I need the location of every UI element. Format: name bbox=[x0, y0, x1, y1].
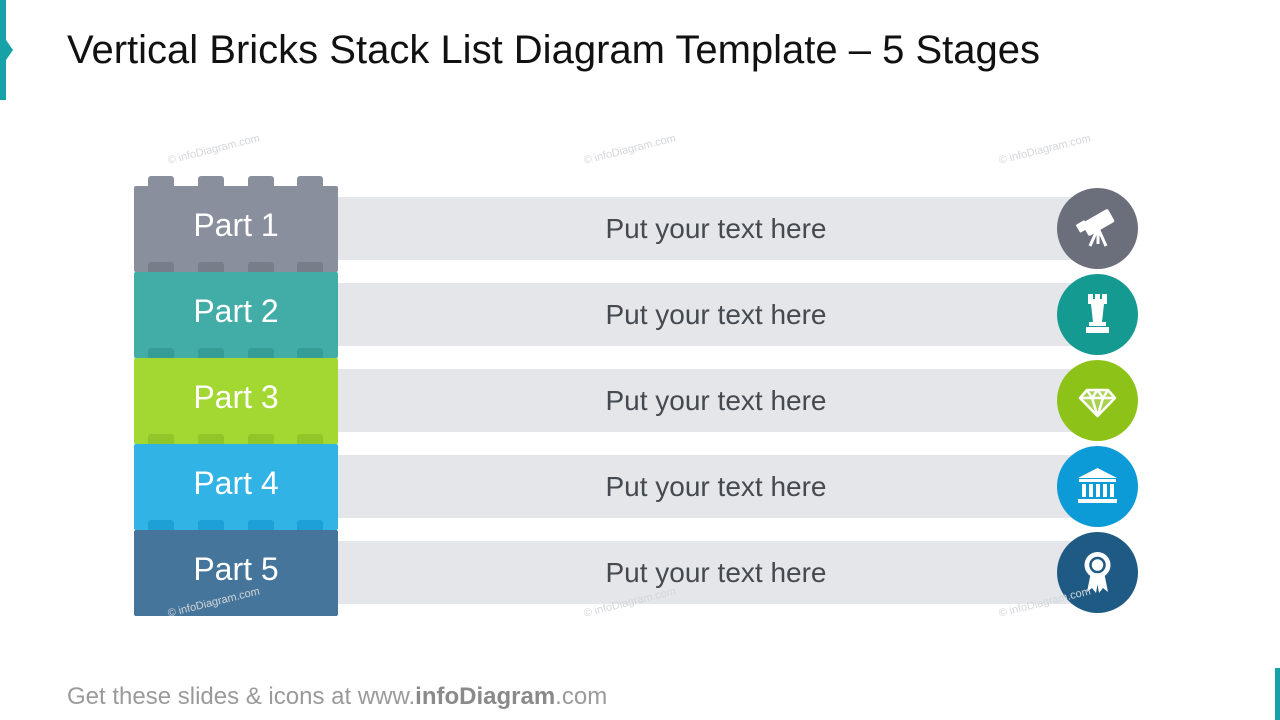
brick-notch bbox=[198, 262, 224, 272]
brick-label: Part 1 bbox=[193, 207, 279, 243]
brick-notch bbox=[248, 434, 274, 444]
brick-1: Part 1 bbox=[134, 176, 338, 272]
brick-notch bbox=[248, 262, 274, 272]
brick-3: Part 3 bbox=[134, 358, 338, 444]
stage-text[interactable]: Put your text here bbox=[605, 557, 827, 588]
brick-notch bbox=[297, 434, 323, 444]
award-ribbon-icon bbox=[1057, 532, 1138, 613]
brick-label: Part 4 bbox=[193, 465, 279, 501]
brick-5: Part 5 bbox=[134, 530, 338, 616]
text-bar bbox=[338, 283, 1098, 346]
brick-notch bbox=[297, 520, 323, 530]
stage-row-2: Put your text here Part 2 bbox=[0, 272, 1280, 358]
brick-label: Part 5 bbox=[193, 551, 279, 587]
left-accent-bar bbox=[0, 0, 13, 100]
brick-notch bbox=[297, 262, 323, 272]
brick-notch bbox=[148, 262, 174, 272]
brick-notch bbox=[248, 348, 274, 358]
brick-notch bbox=[198, 348, 224, 358]
text-bar bbox=[338, 455, 1098, 518]
brick-notch bbox=[148, 434, 174, 444]
diamond-icon bbox=[1057, 360, 1138, 441]
brick-notch bbox=[248, 520, 274, 530]
brick-notch bbox=[198, 434, 224, 444]
chess-rook-icon bbox=[1057, 274, 1138, 355]
text-bar bbox=[338, 369, 1098, 432]
brick-notch bbox=[148, 348, 174, 358]
brick-stud bbox=[198, 176, 224, 188]
brick-notch bbox=[148, 520, 174, 530]
brick-label: Part 3 bbox=[193, 379, 279, 415]
brick-stud bbox=[248, 176, 274, 188]
brick-notch bbox=[198, 520, 224, 530]
brick-stud bbox=[148, 176, 174, 188]
right-accent-bar bbox=[1275, 668, 1280, 720]
footer-prefix: Get these slides & icons at www. bbox=[67, 683, 416, 710]
footer-suffix: .com bbox=[555, 683, 608, 710]
stage-row-1: Put your text here Part 1 bbox=[0, 176, 1280, 272]
stage-text[interactable]: Put your text here bbox=[605, 385, 827, 416]
brick-2: Part 2 bbox=[134, 272, 338, 358]
stage-text[interactable]: Put your text here bbox=[605, 213, 827, 244]
text-bar bbox=[338, 541, 1098, 604]
brick-notch bbox=[297, 348, 323, 358]
stage-row-3: Put your text here Part 3 bbox=[0, 358, 1280, 444]
brick-stud bbox=[297, 176, 323, 188]
stage-text[interactable]: Put your text here bbox=[605, 299, 827, 330]
telescope-icon bbox=[1057, 188, 1138, 269]
footer-brand[interactable]: infoDiagram bbox=[415, 683, 556, 710]
footer-credit: Get these slides & icons at www.infoDiag… bbox=[67, 683, 607, 711]
slide-title: Vertical Bricks Stack List Diagram Templ… bbox=[67, 28, 1041, 72]
text-bar bbox=[338, 197, 1098, 260]
stage-row-4: Put your text here Part 4 bbox=[0, 444, 1280, 530]
stage-text[interactable]: Put your text here bbox=[605, 471, 827, 502]
stage-row-5: Put your text here Part 5 bbox=[0, 530, 1280, 616]
brick-4: Part 4 bbox=[134, 444, 338, 530]
brick-label: Part 2 bbox=[193, 293, 279, 329]
bank-building-icon bbox=[1057, 446, 1138, 527]
